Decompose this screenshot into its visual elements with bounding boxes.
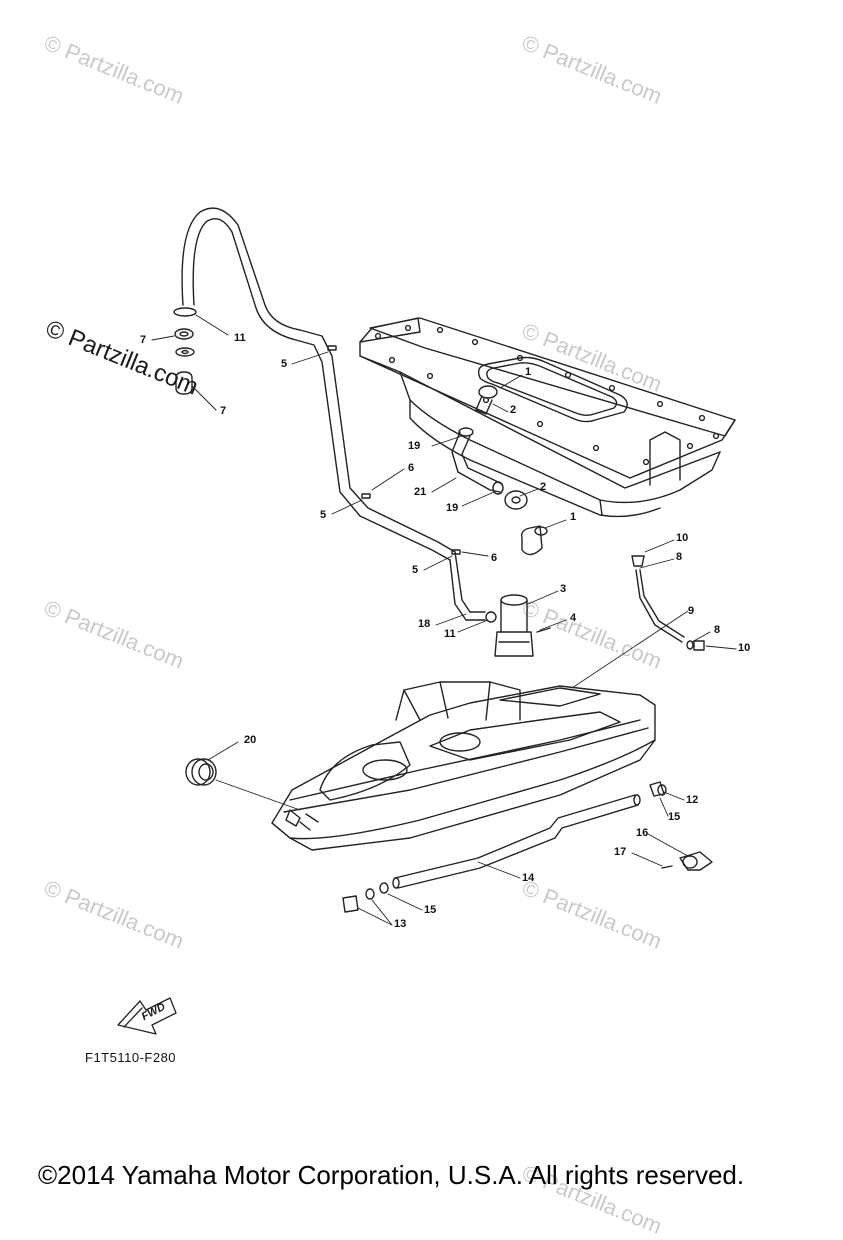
bilge-pump	[494, 594, 551, 657]
callout-number: 13	[394, 918, 407, 930]
callout-number: 8	[676, 551, 683, 563]
figure-code: F1T5110-F280	[85, 1050, 177, 1065]
callout-number: 1	[525, 366, 532, 378]
callout-number: 7	[220, 405, 227, 417]
callout-number: 5	[281, 358, 288, 370]
callout-number: 4	[570, 612, 577, 624]
plug-left	[342, 882, 389, 913]
long-tube	[392, 794, 641, 889]
callout-number: 20	[244, 734, 257, 746]
callout-number: 6	[408, 462, 415, 474]
callout-number: 18	[418, 618, 431, 630]
callout-number: 21	[414, 486, 427, 498]
callout-number: 3	[560, 583, 567, 595]
callout-number: 16	[636, 827, 649, 839]
parts-diagram: © Partzilla.com © Partzilla.com © Partzi…	[38, 30, 751, 1239]
callout-number: 17	[614, 846, 627, 858]
leader-lines	[151, 314, 737, 926]
callout-number: 6	[491, 552, 498, 564]
hose-clamps	[327, 345, 497, 623]
fitting-stack-left	[173, 307, 197, 395]
callout-number: 11	[234, 332, 246, 344]
copyright-notice: ©2014 Yamaha Motor Corporation, U.S.A. A…	[38, 1160, 745, 1190]
diagram-drawing	[117, 207, 737, 1035]
callout-number: 12	[686, 794, 699, 806]
drain-hose	[181, 207, 486, 621]
callout-number: 5	[412, 564, 419, 576]
callout-number: 15	[424, 904, 437, 916]
callout-number: 19	[408, 440, 421, 452]
elbow-fitting	[504, 490, 548, 556]
callout-number: 11	[444, 628, 456, 640]
callout-number: 9	[688, 605, 695, 617]
plug-right	[649, 781, 667, 797]
callout-number: 1	[570, 511, 577, 523]
callout-number: 10	[738, 642, 751, 654]
fwd-arrow	[117, 997, 177, 1035]
callout-number: 5	[320, 509, 327, 521]
vent-hose	[631, 555, 705, 651]
boat-hull	[271, 681, 656, 851]
callout-number: 15	[668, 811, 681, 823]
drain-plug	[185, 758, 217, 786]
fitting-16	[661, 851, 713, 871]
hatch-tray	[359, 317, 736, 518]
callout-number: 2	[540, 481, 547, 493]
callout-number: 14	[522, 872, 535, 884]
callout-number: 8	[714, 624, 721, 636]
callout-number: 10	[676, 532, 689, 544]
callout-number: 19	[446, 502, 459, 514]
short-hose	[451, 427, 504, 495]
callout-number: 7	[140, 334, 147, 346]
callout-number: 2	[510, 404, 517, 416]
